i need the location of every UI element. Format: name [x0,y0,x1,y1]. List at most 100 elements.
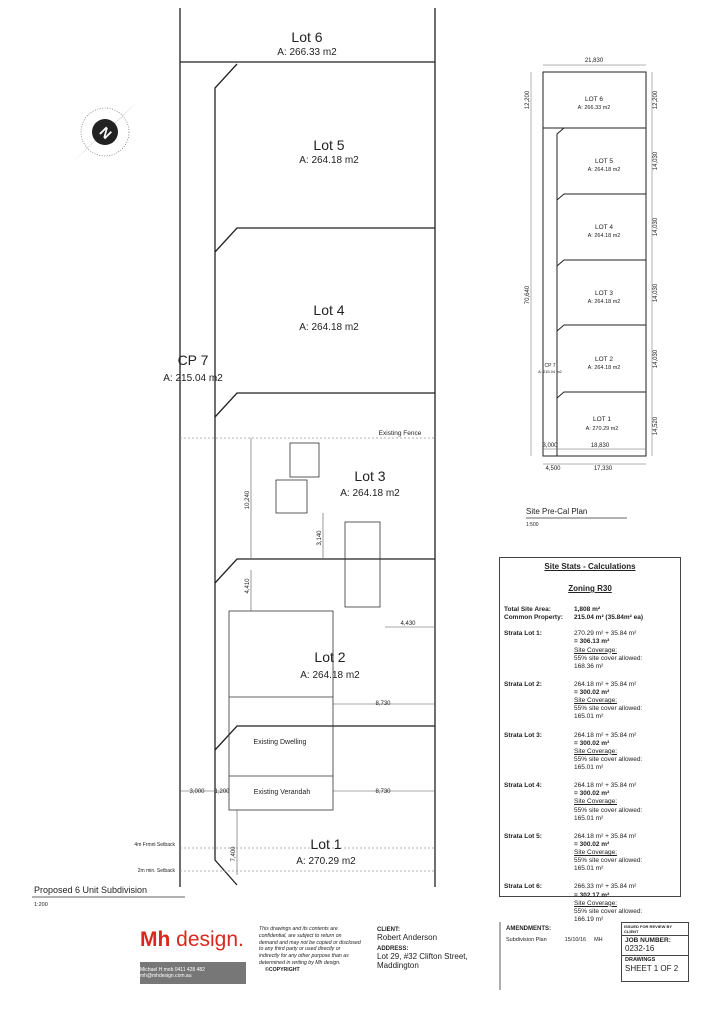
common-property-label: Common Property: [504,614,563,622]
precal-right-dim-1: 14,520 [653,416,659,435]
precal-lot1-area: A: 270.29 m2 [586,426,619,432]
precal-lot1-name: LOT 1 [593,416,611,423]
north-arrow-icon: N [72,101,138,163]
client-label: CLIENT: [377,927,400,933]
strata-lot-2: Strata Lot 2: 264.18 m² + 35.84 m² = 300… [500,681,680,722]
lot-allowed-value: 165.01 m² [574,713,604,721]
amendments-block: AMENDMENTS: Subdivision Plan 15/10/16 MH [506,926,618,943]
lot1-area: A: 270.29 m2 [296,856,356,867]
lot-coverage-label: Site Coverage: [574,646,617,654]
strata-lot-label: Strata Lot 4: [504,782,542,790]
outbuilding-3 [344,521,381,608]
lot2-area: A: 264.18 m2 [300,670,360,681]
strata-lot-3: Strata Lot 3: 264.18 m² + 35.84 m² = 300… [500,732,680,773]
job-number-label: JOB NUMBER: [625,937,671,944]
lot-allowed-label: 55% site cover allowed: [574,806,643,814]
dim-8730-a: 8,730 [375,701,391,707]
setback-2m-label: 2m min. Setback [138,868,176,874]
lot-allowed-value: 166.19 m² [574,915,604,923]
setback-4m-label: 4m Frmnl Setback [134,842,175,848]
common-property-boundary [214,63,238,886]
plan-title: Proposed 6 Unit Subdivision [34,885,147,895]
existing-dwelling-outline [228,610,334,811]
lot-allowed-label: 55% site cover allowed: [574,857,643,865]
precal-right-dim-6: 12,200 [653,90,659,109]
dim-1200: 1,200 [214,789,230,795]
outbuilding-1 [289,442,320,478]
strata-lot-5: Strata Lot 5: 264.18 m² + 35.84 m² = 300… [500,833,680,874]
lot4-area: A: 264.18 m2 [299,322,359,333]
precal-lot4-area: A: 264.18 m2 [588,233,621,239]
precal-right-dim-2: 14,030 [653,349,659,368]
precal-bottom-dim-3: 4,500 [545,466,561,472]
amendment-by: MH [594,937,603,943]
site-boundary [179,8,436,887]
lot-allowed-label: 55% site cover allowed: [574,654,643,662]
precal-plan [530,64,653,465]
strata-lot-label: Strata Lot 5: [504,832,542,840]
precal-lot6-area: A: 266.33 m2 [578,105,611,111]
address-line-2: Maddington [377,961,419,970]
strata-lot-6: Strata Lot 6: 266.33 m² + 35.84 m² = 302… [500,883,680,924]
stats-title: Site Stats - Calculations [544,562,636,571]
precal-lot3-area: A: 264.18 m2 [588,299,621,305]
lot-calc: 264.18 m² + 35.84 m² [574,832,637,840]
issued-label: ISSUED FOR REVIEW BY CLIENT [622,923,688,936]
address-label: ADDRESS: [377,946,409,952]
strata-lot-1: Strata Lot 1: 270.29 m² + 35.84 m² = 306… [500,630,680,671]
lot1-label: Lot 1 [310,836,341,852]
lot-allowed-value: 165.01 m² [574,764,604,771]
lot-calc: 264.18 m² + 35.84 m² [574,680,637,688]
lot-calc: 264.18 m² + 35.84 m² [574,731,637,739]
precal-lot6-name: LOT 6 [585,96,603,103]
precal-right-dim-3: 14,030 [653,283,659,302]
precal-lot2-area: A: 264.18 m2 [588,365,621,371]
lot-total: = 300.02 m² [574,739,610,747]
precal-right-dim-4: 14,030 [653,217,659,236]
outbuilding-2 [275,479,308,514]
client-block: CLIENT: Robert Anderson ADDRESS: Lot 29,… [377,927,492,970]
lot-allowed-value: 165.01 m² [574,865,604,873]
lot5-label: Lot 5 [313,137,344,153]
precal-left-dim: 70,640 [525,285,531,304]
disclaimer: This drawings and its contents are confi… [259,926,361,973]
lot4-label: Lot 4 [313,302,344,318]
drawings-label: DRAWINGS [625,957,656,963]
existing-fence-label: Existing Fence [379,430,422,437]
lot6-label: Lot 6 [291,29,322,45]
lot3-label: Lot 3 [354,468,385,484]
strata-lot-label: Strata Lot 3: [504,731,542,739]
lot-coverage-label: Site Coverage: [574,849,617,856]
dim-3000: 3,000 [189,789,205,795]
total-site-area-value: 1,808 m² [574,606,601,613]
common-property-row: Common Property: 215.04 m² (35.84m² ea) [500,614,680,622]
copyright-text: ©COPYRIGHT [265,966,300,973]
lot-calc: 264.18 m² + 35.84 m² [574,782,637,790]
job-number: 0232-16 [622,944,688,956]
site-stats-panel: Site Stats - Calculations Zoning R30 Tot… [499,557,681,923]
precal-cp-area: A: 215.04 m2 [538,369,563,374]
dim-7400: 7,400 [231,846,237,862]
existing-verandah-label: Existing Verandah [254,789,311,796]
lot-total: = 306.13 m² [574,638,610,646]
total-site-area-label: Total Site Area: [504,606,551,613]
lot-coverage-label: Site Coverage: [574,899,617,907]
dim-10240: 10,240 [245,490,251,509]
lot6-area: A: 266.33 m2 [277,47,337,58]
lot-allowed-label: 55% site cover allowed: [574,755,643,763]
precal-top-dim: 21,830 [585,58,604,64]
lot5-area: A: 264.18 m2 [299,155,359,166]
lot-total: = 300.02 m² [574,790,610,798]
sheet-number: SHEET 1 OF 2 [625,964,679,973]
dim-8730-b: 8,730 [375,789,391,795]
lot-calc: 270.29 m² + 35.84 m² [574,630,637,638]
lot-coverage-label: Site Coverage: [574,697,617,705]
disclaimer-text: This drawings and its contents are confi… [259,926,361,966]
lot-coverage-label: Site Coverage: [574,798,617,806]
precal-scale: 1:500 [526,522,539,528]
precal-bottom-dim-2: 18,830 [591,443,610,449]
dimension-lines [180,438,435,875]
total-site-area-row: Total Site Area: 1,808 m² [500,606,680,614]
common-property-value: 215.04 m² (35.84m² ea) [574,614,644,622]
precal-lot4-name: LOT 4 [595,224,613,231]
